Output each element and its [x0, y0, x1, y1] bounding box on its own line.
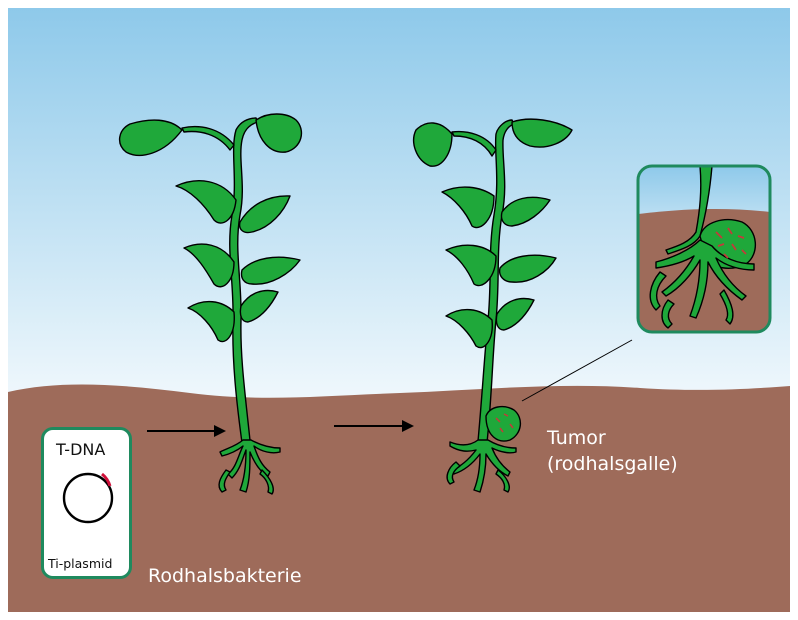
ti-plasmid-icon	[58, 466, 118, 526]
ti-plasmid-label: Ti-plasmid	[48, 556, 112, 571]
tumor-label-line1: Tumor	[547, 425, 678, 451]
t-dna-label: T-DNA	[56, 440, 105, 459]
tumor-inset	[638, 166, 770, 332]
tumor-label: Tumor (rodhalsgalle)	[547, 425, 678, 477]
bacterium-box: T-DNA Ti-plasmid	[41, 427, 132, 579]
bacterium-label: Rodhalsbakterie	[148, 565, 302, 587]
tumor-label-line2: (rodhalsgalle)	[547, 451, 678, 477]
